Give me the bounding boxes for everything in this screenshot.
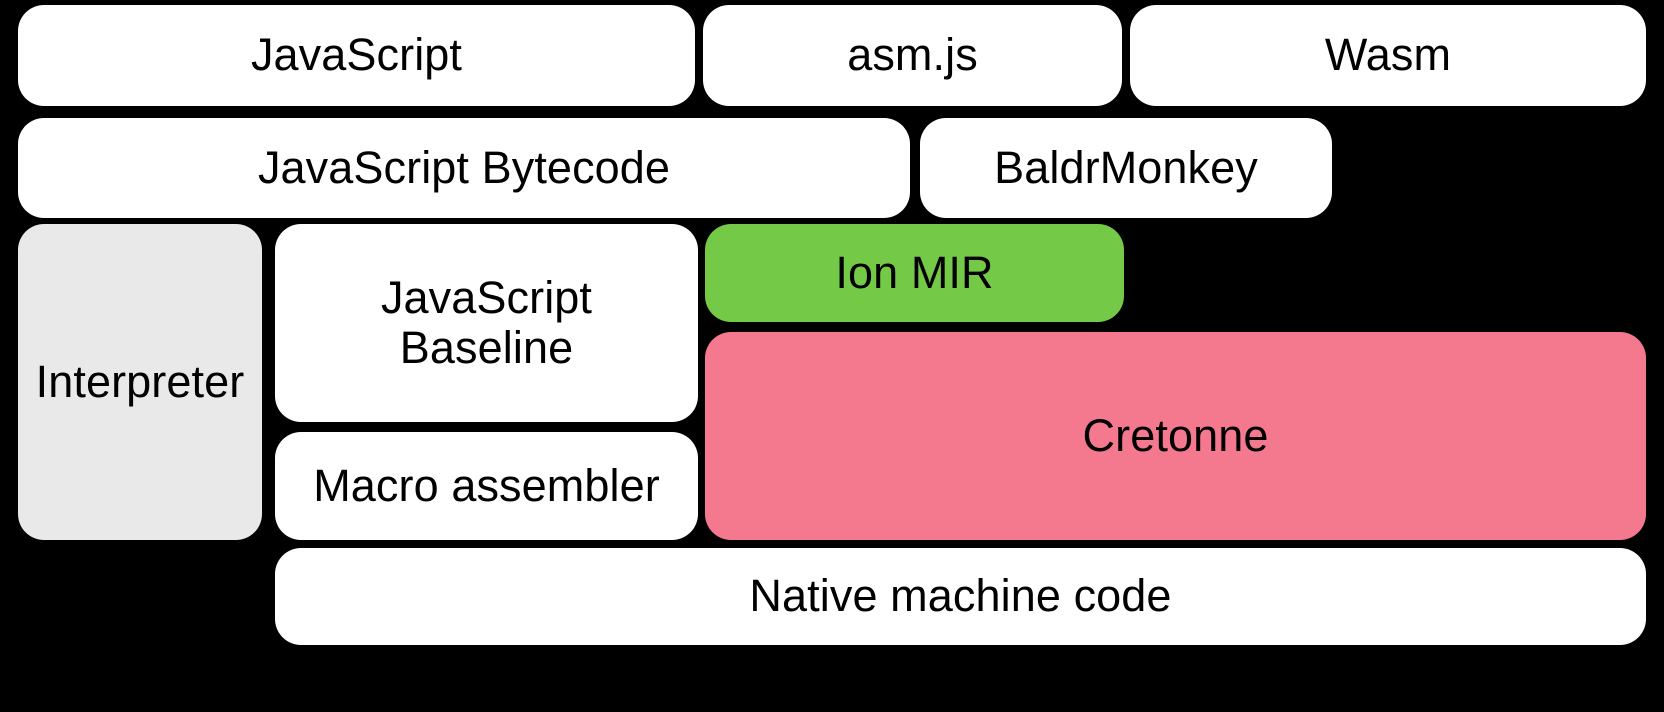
box-macro-assembler: Macro assembler [275,432,698,540]
box-interpreter: Interpreter [18,224,262,540]
box-native-machine-code: Native machine code [275,548,1646,645]
box-ion-mir: Ion MIR [705,224,1124,322]
box-baldrmonkey: BaldrMonkey [920,118,1332,218]
box-wasm: Wasm [1130,5,1646,106]
box-asm-js: asm.js [703,5,1122,106]
box-javascript: JavaScript [18,5,695,106]
box-cretonne: Cretonne [705,332,1646,540]
box-javascript-bytecode: JavaScript Bytecode [18,118,910,218]
box-javascript-baseline: JavaScript Baseline [275,224,698,422]
